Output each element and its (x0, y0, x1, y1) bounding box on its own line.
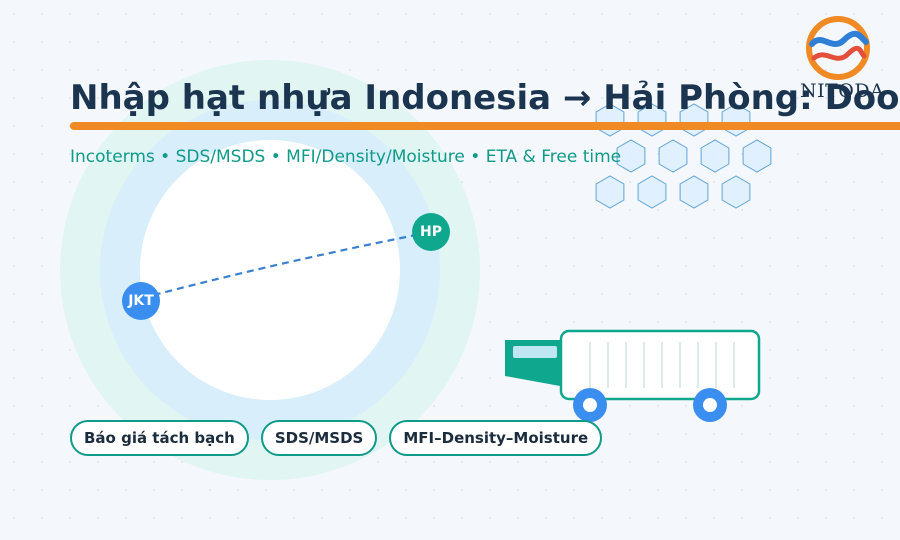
hexagon-shape (721, 175, 751, 209)
hexagon-shape (742, 139, 772, 173)
nitoda-logo-icon (806, 16, 870, 80)
hexagon-shape (679, 175, 709, 209)
hexagon-shape (700, 139, 730, 173)
hexagon-shape (595, 175, 625, 209)
destination-port-marker: HP (412, 213, 450, 251)
tag-separate-quote[interactable]: Báo giá tách bạch (70, 420, 249, 456)
logo-wordmark: NITODA (800, 80, 885, 102)
hexagon-shape (637, 175, 667, 209)
page-subtitle: Incoterms • SDS/MSDS • MFI/Density/Moist… (70, 147, 622, 167)
page-title: Nhập hạt nhựa Indonesia → Hải Phòng: Doo… (70, 78, 900, 118)
hexagon-shape (658, 139, 688, 173)
tag-mfi-density-moisture[interactable]: MFI–Density–Moisture (389, 420, 603, 456)
hexagon-shape (616, 139, 646, 173)
feature-tags: Báo giá tách bạch SDS/MSDS MFI–Density–M… (70, 420, 603, 456)
tag-sds-msds[interactable]: SDS/MSDS (260, 420, 378, 456)
origin-port-marker: JKT (122, 282, 160, 320)
title-underline (70, 122, 900, 130)
